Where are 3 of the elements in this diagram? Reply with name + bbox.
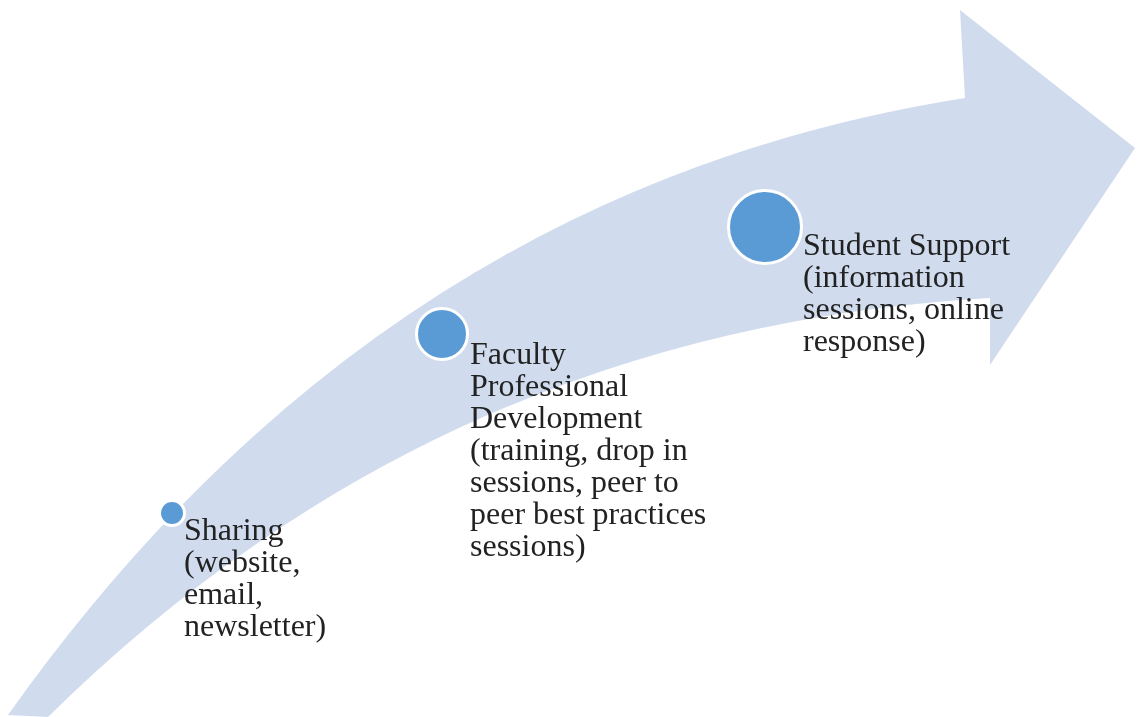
step-text: Student Support (information sessions, online response) (803, 228, 1012, 356)
step-text: Faculty Professional Development (training, drop in sessions, peer to peer best practices sessions) (470, 337, 708, 561)
step-text: Sharing (website, email, newsletter) (184, 513, 328, 641)
